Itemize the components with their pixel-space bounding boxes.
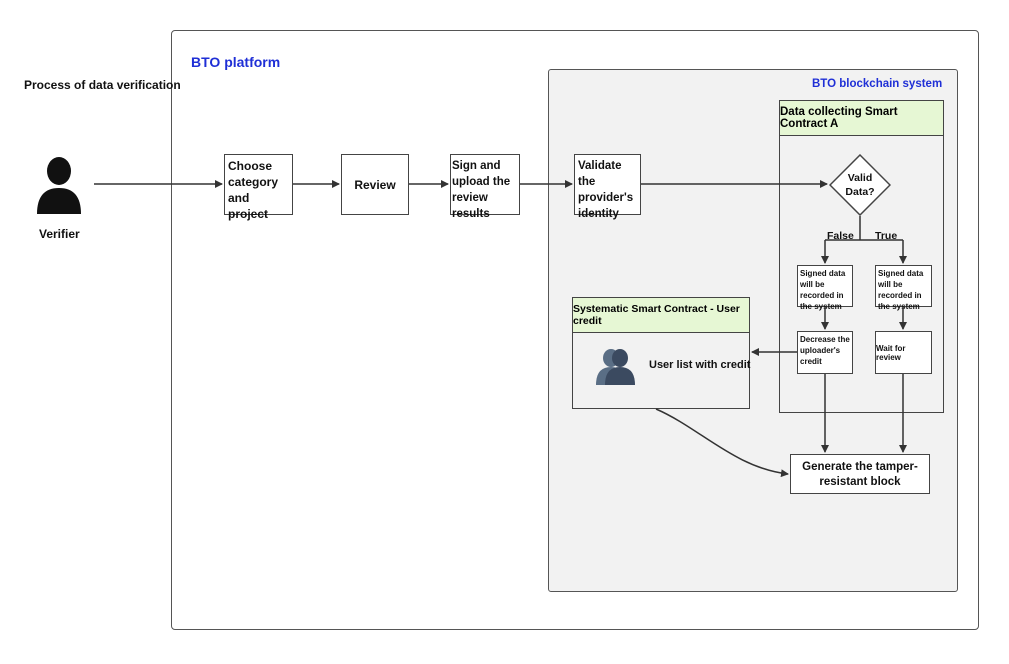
choose-step-label: Choose category and project <box>228 159 279 221</box>
sign-step-box: Sign and upload the review results <box>450 154 520 220</box>
sign-step-label: Sign and upload the review results <box>452 160 511 220</box>
validate-step-box: Validate the provider's identity <box>574 154 641 220</box>
user-list-label: User list with credit <box>649 359 751 371</box>
valid-data-decision <box>828 153 892 217</box>
generate-block-label: Generate the tamper-resistant block <box>802 461 918 488</box>
systematic-contract-title: Systematic Smart Contract - User credit <box>572 297 750 333</box>
verifier-label: Verifier <box>39 227 80 241</box>
review-step-box: Review <box>341 154 409 215</box>
person-icon <box>35 154 83 216</box>
users-icon <box>592 345 642 385</box>
decrease-credit-label: Decrease the uploader's credit <box>800 335 850 366</box>
true-label: True <box>875 230 898 242</box>
wait-review-label: Wait for review <box>876 343 906 362</box>
decision-label: Valid Data? <box>845 172 875 198</box>
decrease-credit-box: Decrease the uploader's credit <box>797 331 853 374</box>
recorded-false-label: Signed data will be recorded in the syst… <box>800 269 846 311</box>
recorded-true-box: Signed data will be recorded in the syst… <box>875 265 932 311</box>
arrow-userlist-to-generate <box>655 408 789 478</box>
page-title: Process of data verification <box>24 78 181 92</box>
validate-step-label: Validate the provider's identity <box>578 160 634 220</box>
choose-step-box: Choose category and project <box>224 154 293 221</box>
contract-a-title: Data collecting Smart Contract A <box>779 100 944 136</box>
false-label: False <box>827 230 854 242</box>
blockchain-title: BTO blockchain system <box>812 78 943 90</box>
review-step-label: Review <box>354 177 396 192</box>
wait-review-box: Wait for review <box>875 331 932 374</box>
recorded-false-box: Signed data will be recorded in the syst… <box>797 265 853 311</box>
platform-title: BTO platform <box>191 54 281 70</box>
generate-block-box: Generate the tamper-resistant block <box>790 454 930 494</box>
recorded-true-label: Signed data will be recorded in the syst… <box>878 269 924 311</box>
